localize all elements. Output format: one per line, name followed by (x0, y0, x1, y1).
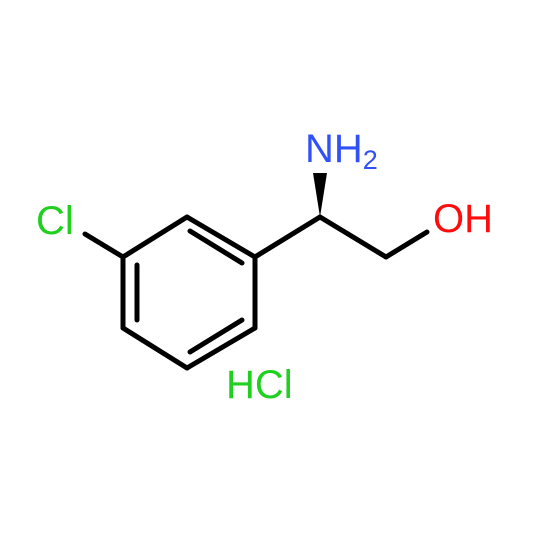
benzene-ring (120, 214, 258, 371)
hydroxyl-label: OH (433, 197, 493, 241)
ring-double-bond-inner-1 (187, 228, 245, 266)
ring-bond-c5-c6 (120, 214, 190, 260)
amine-label: NH2 (305, 127, 378, 175)
ring-bond-c3-c4 (120, 325, 190, 371)
ring-bond-c6-c1 (184, 214, 258, 260)
stereo-wedge-bond (313, 173, 327, 217)
ring-double-bond-inner-2 (187, 317, 245, 355)
bond-chiral-to-ch2 (317, 214, 389, 260)
bond-ring-to-chloro (82, 231, 126, 260)
hcl-salt-label: HCl (226, 363, 293, 407)
ring-bond-c2-c3 (184, 325, 258, 371)
bond-ch2-to-oh (383, 229, 430, 260)
chloro-label: Cl (36, 199, 74, 243)
bond-ring-to-chiral-carbon (252, 214, 323, 260)
